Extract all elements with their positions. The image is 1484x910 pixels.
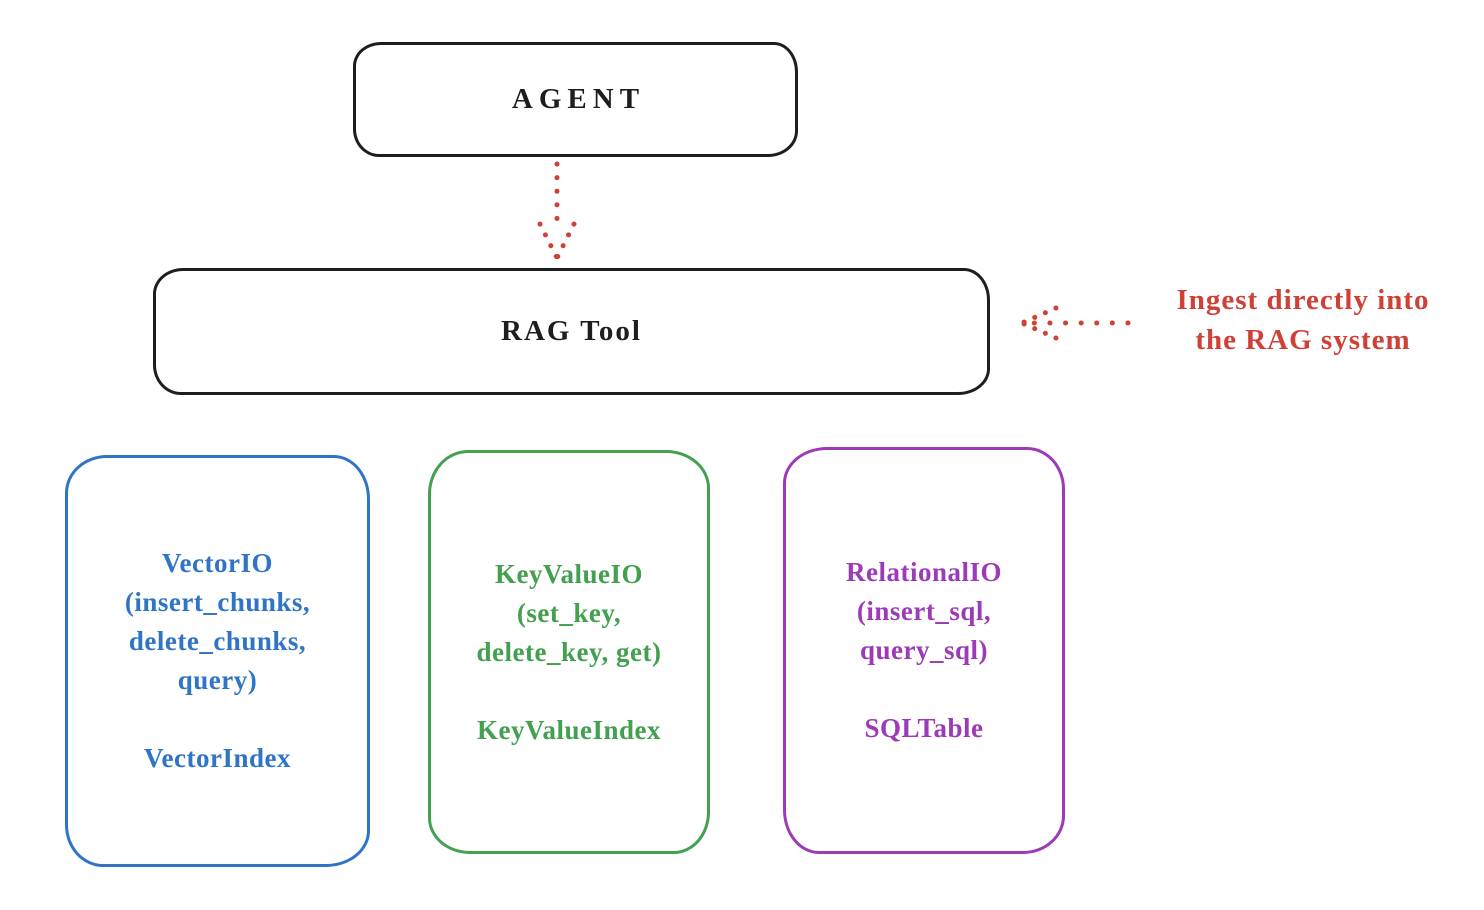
backend-line: query): [177, 665, 258, 695]
rag-tool-label: RAG Tool: [501, 315, 642, 347]
backend-line: RelationalIO: [845, 557, 1002, 587]
backend-line: query_sql): [859, 635, 989, 665]
backend-index-label: VectorIndex: [144, 743, 291, 773]
annotation-arrow-icon: [1019, 305, 1131, 341]
annotation-text: Ingest directly into the RAG system: [1128, 280, 1478, 360]
backend-line: (insert_chunks,: [124, 587, 311, 617]
keyvalueio-box: KeyValueIO (set_key, delete_key, get) Ke…: [428, 450, 710, 854]
vectorio-box: VectorIO (insert_chunks, delete_chunks, …: [65, 455, 370, 867]
agent-label: AGENT: [511, 83, 646, 115]
backend-line: VectorIO: [162, 548, 273, 578]
rag-tool-box: RAG Tool: [153, 268, 990, 395]
backend-line: (set_key,: [516, 597, 622, 628]
agent-to-rag-arrow-icon: [537, 161, 577, 261]
backend-index-label: KeyValueIndex: [476, 714, 662, 745]
relationalio-text: RelationalIO (insert_sql, query_sql) SQL…: [786, 553, 1062, 748]
backend-line: (insert_sql,: [856, 596, 992, 626]
annotation-line-2: the RAG system: [1195, 324, 1411, 356]
relationalio-box: RelationalIO (insert_sql, query_sql) SQL…: [783, 447, 1065, 854]
backend-line: delete_chunks,: [128, 626, 307, 656]
agent-box: AGENT: [353, 42, 798, 157]
vectorio-text: VectorIO (insert_chunks, delete_chunks, …: [68, 544, 367, 778]
annotation-line-1: Ingest directly into: [1176, 284, 1430, 316]
backend-line: delete_key, get): [476, 636, 662, 667]
keyvalueio-text: KeyValueIO (set_key, delete_key, get) Ke…: [431, 555, 707, 750]
backend-line: KeyValueIO: [494, 558, 643, 589]
backend-index-label: SQLTable: [864, 713, 984, 743]
